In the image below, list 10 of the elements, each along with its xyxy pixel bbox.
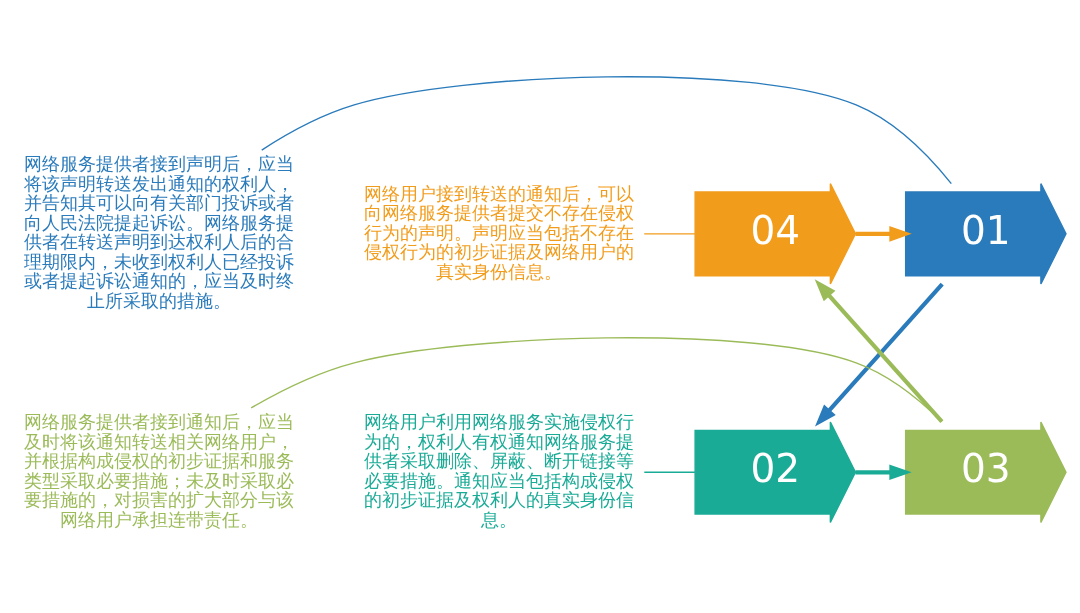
node-text: 网络用户接到转送的通知后，可以向网络服务提供者提交不存在侵权行为的声明。声明应当包括不存在侵权行为的初步证据及网络用户的真实身份信息。 (364, 182, 635, 282)
node-text: 网络服务提供者接到通知后，应当及时将该通知转送相关网络用户，并根据构成侵权的初步证据和服务类型采取必要措施；未及时采取必要措施的，对损害的扩大部分与该网络用户承担连带责任。 (24, 411, 295, 530)
connector (643, 471, 696, 473)
connector (261, 76, 952, 185)
arrow (855, 226, 912, 242)
arrow (855, 464, 912, 481)
connector (643, 233, 696, 235)
node-text: 网络用户利用网络服务实施侵权行为的，权利人有权通知网络服务提供者采取删除、屏蔽、断开链接等必要措施。通知应当包括构成侵权的初步证据及权利人的真实身份信息。 (364, 411, 635, 530)
node-text: 网络服务提供者接到声明后，应当将该声明转送发出通知的权利人，并告知其可以向有关部门投诉或者向人民法院提起诉讼。网络服务提供者在转送声明到达权利人后的合理期限内，未收到权利人已经投诉或者提起诉讼通知的，应当及时终止所采取的措施。 (24, 153, 295, 311)
connector (250, 337, 943, 423)
